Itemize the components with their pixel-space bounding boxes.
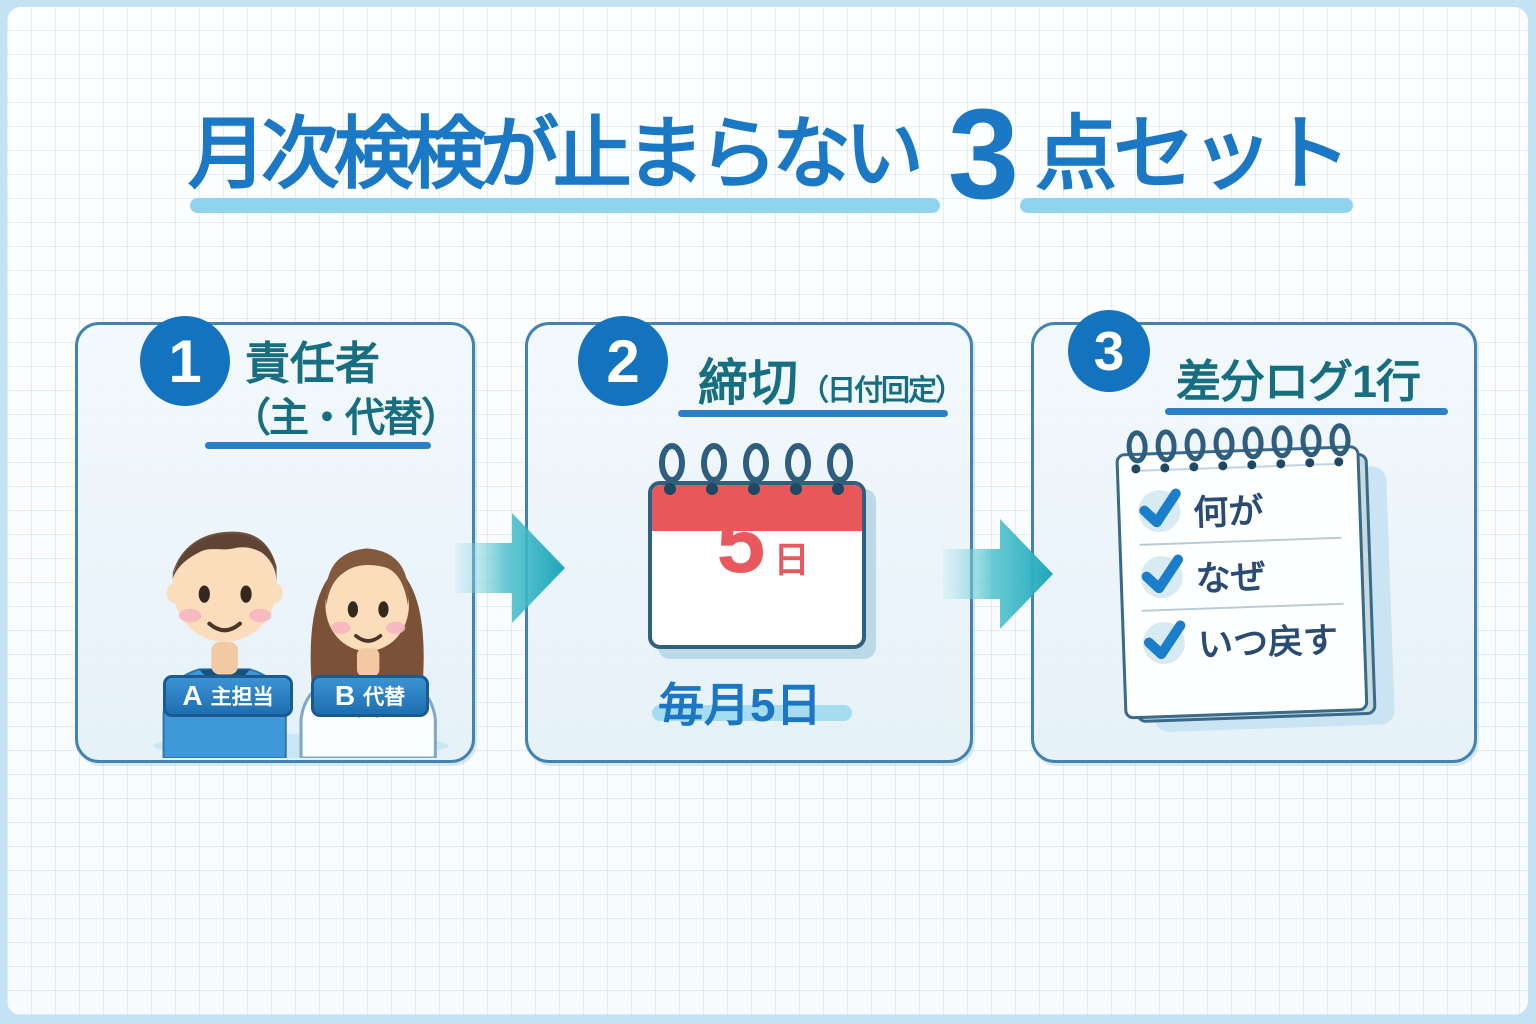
check-icon bbox=[1142, 620, 1186, 665]
heading-underline bbox=[1165, 408, 1448, 415]
card-title-line1: 責任者 bbox=[245, 338, 381, 389]
arrow-right-icon bbox=[943, 519, 1053, 629]
title-underline-left bbox=[190, 198, 940, 213]
checklist-row: 何が bbox=[1137, 472, 1342, 546]
card-title: 締切 （日付回定） bbox=[698, 343, 964, 415]
caption-highlight bbox=[652, 705, 852, 721]
card-number-badge: 3 bbox=[1068, 310, 1150, 392]
calendar-sheet bbox=[648, 481, 866, 649]
title-underline-right bbox=[1020, 198, 1353, 213]
heading-underline bbox=[678, 410, 948, 417]
check-icon bbox=[1137, 488, 1182, 533]
checklist-row: なぜ bbox=[1139, 538, 1344, 612]
calendar-day-number: 5 bbox=[716, 492, 766, 591]
card-responsible-person: 1 責任者 （主・代替） bbox=[75, 316, 475, 763]
backup-person-illustration bbox=[299, 548, 437, 758]
checklist-label: なぜ bbox=[1195, 556, 1267, 599]
card-title: 差分ログ1行 bbox=[1176, 356, 1421, 407]
page-background: 月次検検が止まらない 3 点セット 1 責任者 （主・代替） bbox=[7, 7, 1528, 1015]
card-title-main: 締切 bbox=[698, 355, 798, 411]
card-title-note: （日付回定） bbox=[800, 375, 964, 407]
name-plate-a-tag: A bbox=[182, 680, 203, 711]
calendar-spiral-rings-icon bbox=[659, 443, 853, 495]
calendar-caption: 毎月5日 bbox=[658, 679, 822, 731]
calendar-day-unit: 日 bbox=[773, 539, 810, 580]
heading-underline bbox=[205, 442, 431, 449]
name-plate-b-tag: B bbox=[334, 680, 356, 711]
card-diff-log: 3 差分ログ1行 何が なぜ bbox=[1031, 310, 1477, 763]
card-number: 3 bbox=[1093, 320, 1125, 382]
card-title: 責任者 （主・代替） bbox=[231, 337, 461, 445]
notepad-spiral-rings-icon bbox=[1126, 423, 1351, 474]
card-number: 1 bbox=[168, 327, 202, 395]
checklist-row: いつ戻す bbox=[1142, 605, 1346, 676]
checklist-label: 何が bbox=[1192, 490, 1265, 533]
arrow-right-icon bbox=[455, 513, 565, 623]
card-number: 2 bbox=[606, 327, 640, 395]
calendar-caption-wrap: 毎月5日 bbox=[652, 669, 852, 735]
page-title-main: 月次検検が止まらない bbox=[187, 109, 924, 198]
page-title-big-digit: 3 bbox=[947, 83, 1020, 226]
card-title-line2: （主・代替） bbox=[231, 396, 461, 440]
card-number-badge: 2 bbox=[578, 316, 668, 406]
check-icon bbox=[1139, 554, 1184, 599]
calendar-icon: 5 日 bbox=[638, 441, 888, 681]
card-number-badge: 1 bbox=[140, 316, 230, 406]
notepad-icon: 何が なぜ いつ戻す bbox=[1115, 423, 1395, 738]
checklist-label: いつ戻す bbox=[1197, 620, 1339, 665]
page-title-suffix: 点セット bbox=[1035, 109, 1351, 200]
page-title: 月次検検が止まらない 3 点セット bbox=[7, 65, 1528, 228]
card-deadline: 2 締切 （日付回定） 5 日 bbox=[525, 316, 973, 763]
name-plate-b: B 代替 bbox=[311, 675, 429, 717]
name-plate-a-label: 主担当 bbox=[210, 686, 274, 709]
notepad-sheet: 何が なぜ いつ戻す bbox=[1115, 445, 1369, 720]
primary-person-illustration bbox=[162, 531, 287, 758]
name-plate-a: A 主担当 bbox=[163, 675, 293, 717]
calendar-day: 5 日 bbox=[638, 497, 888, 587]
name-plate-b-label: 代替 bbox=[363, 686, 406, 709]
